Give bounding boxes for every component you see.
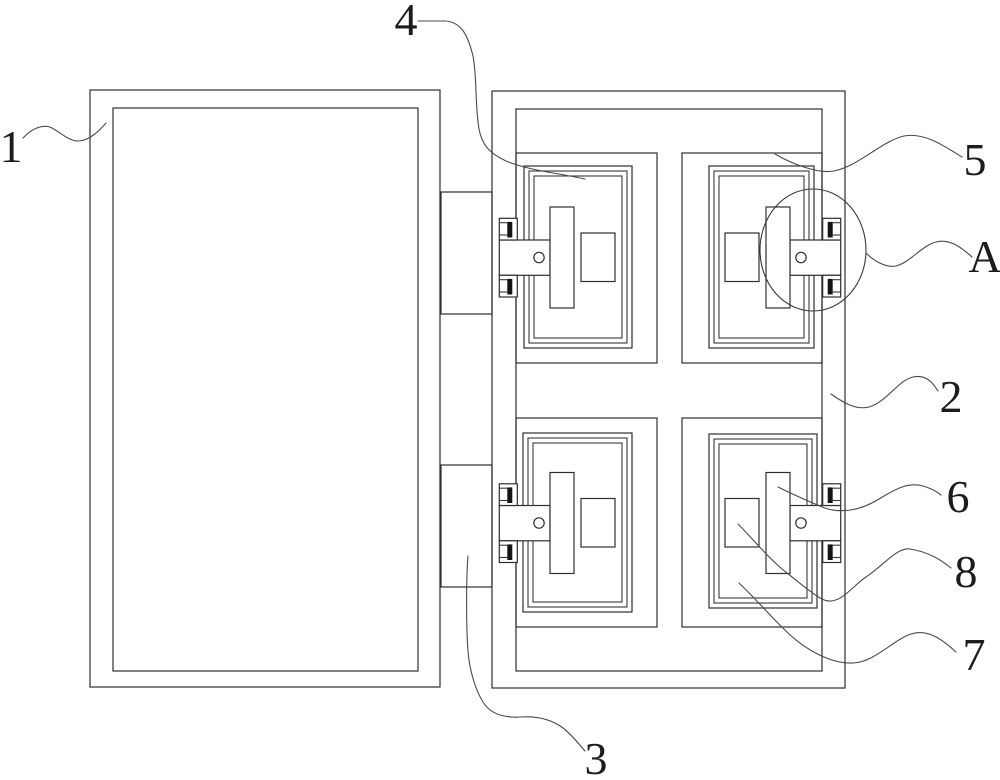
ref-label-A: A [968,231,1000,282]
ref-label-6: 6 [947,471,970,522]
leader-line-7 [738,582,957,664]
right-frame-inner [515,108,823,672]
latch-assembly-bottom-left [499,473,615,574]
ref-label-8: 8 [955,546,978,597]
latch-assembly-bottom-right [725,473,841,574]
left-box-inner-panel [112,107,419,672]
latch-assembly-top-left [499,207,615,308]
leader-line-4 [417,20,586,180]
leader-line-A [865,240,973,267]
left-box [89,89,441,688]
right-frame-outer [491,90,846,689]
leader-line-1 [22,122,107,142]
leader-line-3 [466,555,586,752]
ref-label-5: 5 [964,134,987,185]
connector-block-bottom [440,464,493,588]
leader-line-5 [774,134,963,173]
detail-circle-A [759,188,867,312]
ref-label-1: 1 [0,121,23,172]
leader-line-8 [737,523,952,602]
ref-label-4: 4 [395,0,418,45]
latch-assembly-top-right [725,207,841,308]
right-frame-box [491,90,846,689]
ref-label-3: 3 [585,733,608,780]
connector-block-top [440,191,493,315]
left-box-outer [89,89,441,688]
leader-line-6 [777,484,942,512]
ref-label-2: 2 [940,371,963,422]
leader-line-2 [830,375,939,409]
ref-label-7: 7 [963,629,986,680]
